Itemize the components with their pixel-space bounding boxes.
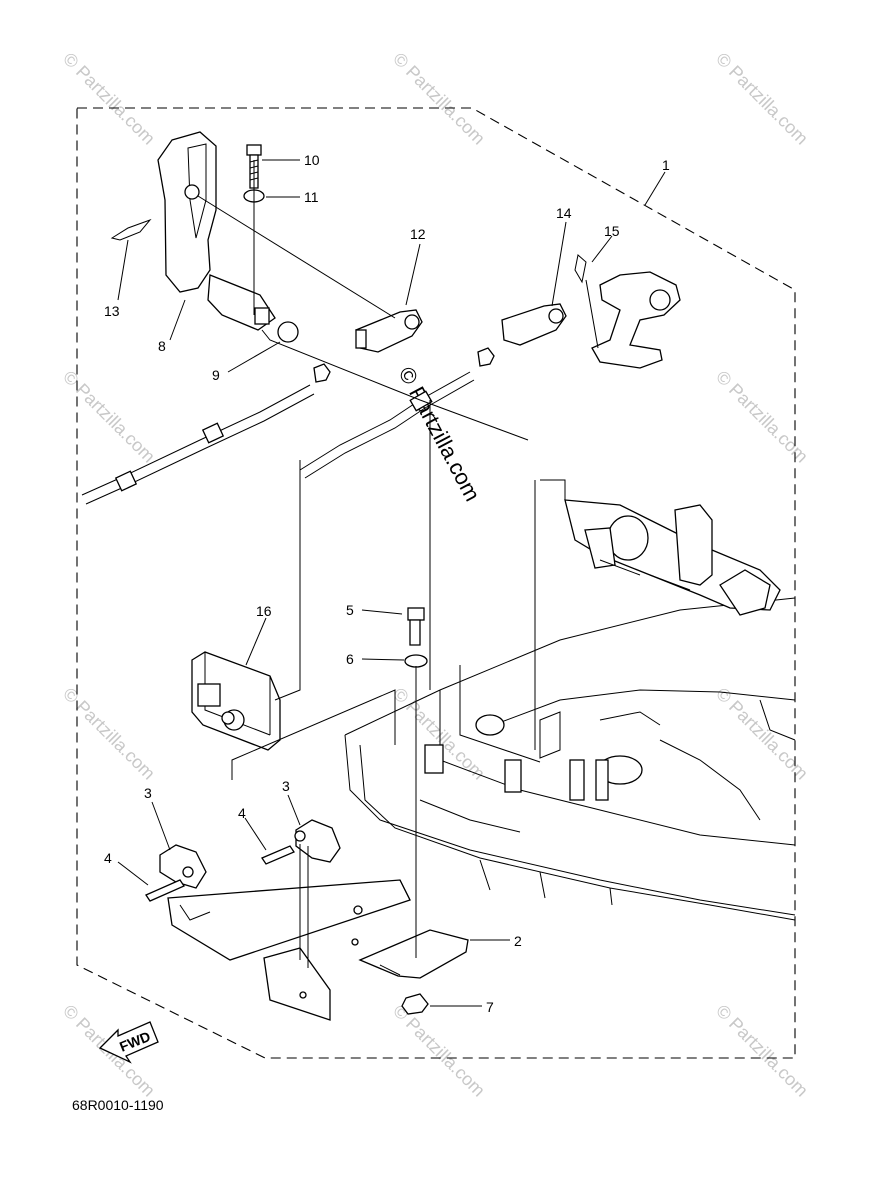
shift-lever-illustration — [591, 271, 681, 369]
holder-part-3-right — [294, 819, 341, 863]
callout-9: 9 — [212, 367, 220, 383]
callout-4-left: 4 — [104, 850, 112, 866]
grommet-part-16 — [191, 651, 281, 751]
callout-4-right: 4 — [238, 805, 246, 821]
nut-right — [477, 347, 495, 367]
callout-5: 5 — [346, 602, 354, 618]
watermark-top-left: © Partzilla.com — [59, 49, 159, 149]
shift-cable — [299, 371, 475, 479]
assembly-guide-lines — [197, 160, 599, 968]
watermark-low-right: © Partzilla.com — [712, 684, 812, 784]
diagram-code: 68R0010-1190 — [72, 1097, 164, 1113]
callout-numbers: 1 2 3 3 4 4 5 6 7 8 9 10 11 12 13 14 15 … — [104, 152, 670, 1015]
watermark-low-left: © Partzilla.com — [59, 684, 159, 784]
bracket-plates — [167, 879, 411, 1021]
callout-8: 8 — [158, 338, 166, 354]
callout-11: 11 — [304, 189, 319, 205]
watermark-bottom-mid: © Partzilla.com — [389, 1001, 489, 1101]
callout-leaders — [117, 159, 666, 1007]
callout-14: 14 — [556, 205, 572, 221]
throttle-lever-part-8 — [157, 131, 276, 331]
callout-10: 10 — [304, 152, 320, 168]
washer-part-6 — [404, 654, 428, 668]
callout-6: 6 — [346, 651, 354, 667]
joint-part-14 — [501, 303, 567, 346]
callout-1: 1 — [662, 157, 670, 173]
watermark-mid-right: © Partzilla.com — [712, 367, 812, 467]
holder-part-3-left — [159, 844, 207, 889]
shift-mechanism-illustration — [540, 479, 781, 616]
clip-part-13 — [110, 218, 152, 241]
pin-part-4-right — [261, 845, 295, 865]
callout-15: 15 — [604, 223, 620, 239]
callout-3-left: 3 — [144, 785, 152, 801]
callout-3-right: 3 — [282, 778, 290, 794]
nut-left — [313, 363, 331, 383]
watermark-center: © Partzilla.com — [394, 363, 486, 506]
bolt-part-5 — [407, 607, 425, 646]
callout-13: 13 — [104, 303, 120, 319]
callout-12: 12 — [410, 226, 426, 242]
pin-part-4-left — [145, 879, 185, 902]
watermark-bottom-right: © Partzilla.com — [712, 1001, 812, 1101]
nut-part-7 — [401, 993, 429, 1015]
callout-16: 16 — [256, 603, 272, 619]
o-ring-part-9 — [277, 321, 299, 343]
clip-part-15 — [574, 254, 587, 284]
callout-2: 2 — [514, 933, 522, 949]
assembly-boundary — [76, 107, 796, 1059]
watermark-mid-left: © Partzilla.com — [59, 367, 159, 467]
watermark-top-right: © Partzilla.com — [712, 49, 812, 149]
bracket-part-2 — [358, 929, 469, 979]
callout-7: 7 — [486, 999, 494, 1015]
throttle-cable — [81, 384, 315, 505]
bottom-cowling-illustration — [344, 597, 796, 921]
watermark-top-mid: © Partzilla.com — [389, 49, 489, 149]
joint-part-12 — [355, 309, 423, 353]
